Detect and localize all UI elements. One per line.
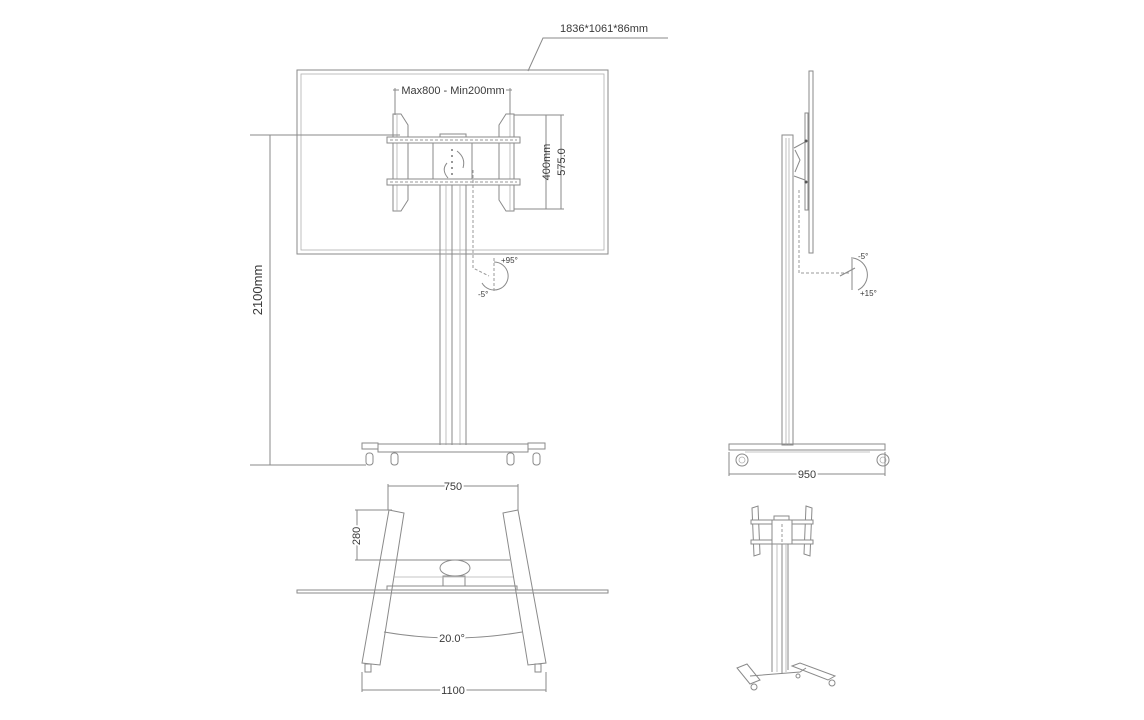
base-front: [361, 442, 546, 466]
leg-right: [502, 509, 547, 666]
caster: [364, 663, 372, 673]
display-size-leader: [527, 37, 668, 72]
total-height-label: 2100mm: [250, 265, 265, 316]
leg-angle-label: 20.0°: [439, 633, 465, 645]
front-view: 1836*1061*86mm Max800 - Min200mm: [250, 23, 668, 466]
side-view: -5° +15° 950: [728, 70, 890, 483]
inner-width-label: 750: [444, 481, 462, 493]
display-top: [296, 589, 609, 594]
tilt-plus-label: +15°: [860, 289, 877, 298]
bracket-height-label: 575.0: [556, 148, 568, 176]
caster: [876, 453, 890, 467]
display-side: [808, 70, 814, 254]
top-view: 750 280 20.0° 1100: [296, 479, 609, 699]
caster: [532, 452, 541, 466]
leg-angle-arc: [383, 631, 523, 639]
tilt-minus-label: -5°: [858, 252, 868, 261]
base-depth-label: 950: [798, 469, 816, 481]
caster: [390, 452, 399, 466]
caster: [735, 453, 749, 467]
vesa-bracket: [386, 113, 521, 212]
offset-label: 280: [351, 527, 363, 545]
leg-left: [361, 509, 405, 666]
display-size-label: 1836*1061*86mm: [560, 23, 648, 35]
tilt-arc: [852, 257, 868, 291]
vesa-width-label: Max800 - Min200mm: [401, 85, 504, 97]
swivel-minus-label: -5°: [478, 290, 488, 299]
caster: [506, 452, 515, 466]
column-top: [439, 559, 471, 577]
isometric-view: [736, 505, 837, 691]
swivel-plus-label: +95°: [501, 256, 518, 265]
mount-plate: [432, 142, 473, 180]
vesa-height-label: 400mm: [541, 144, 553, 181]
swivel-arc: [481, 261, 509, 291]
column-side: [781, 134, 794, 446]
base-side: [728, 443, 886, 451]
outer-width-label: 1100: [441, 685, 465, 697]
caster: [534, 663, 542, 673]
column: [439, 185, 467, 445]
caster: [365, 452, 374, 466]
